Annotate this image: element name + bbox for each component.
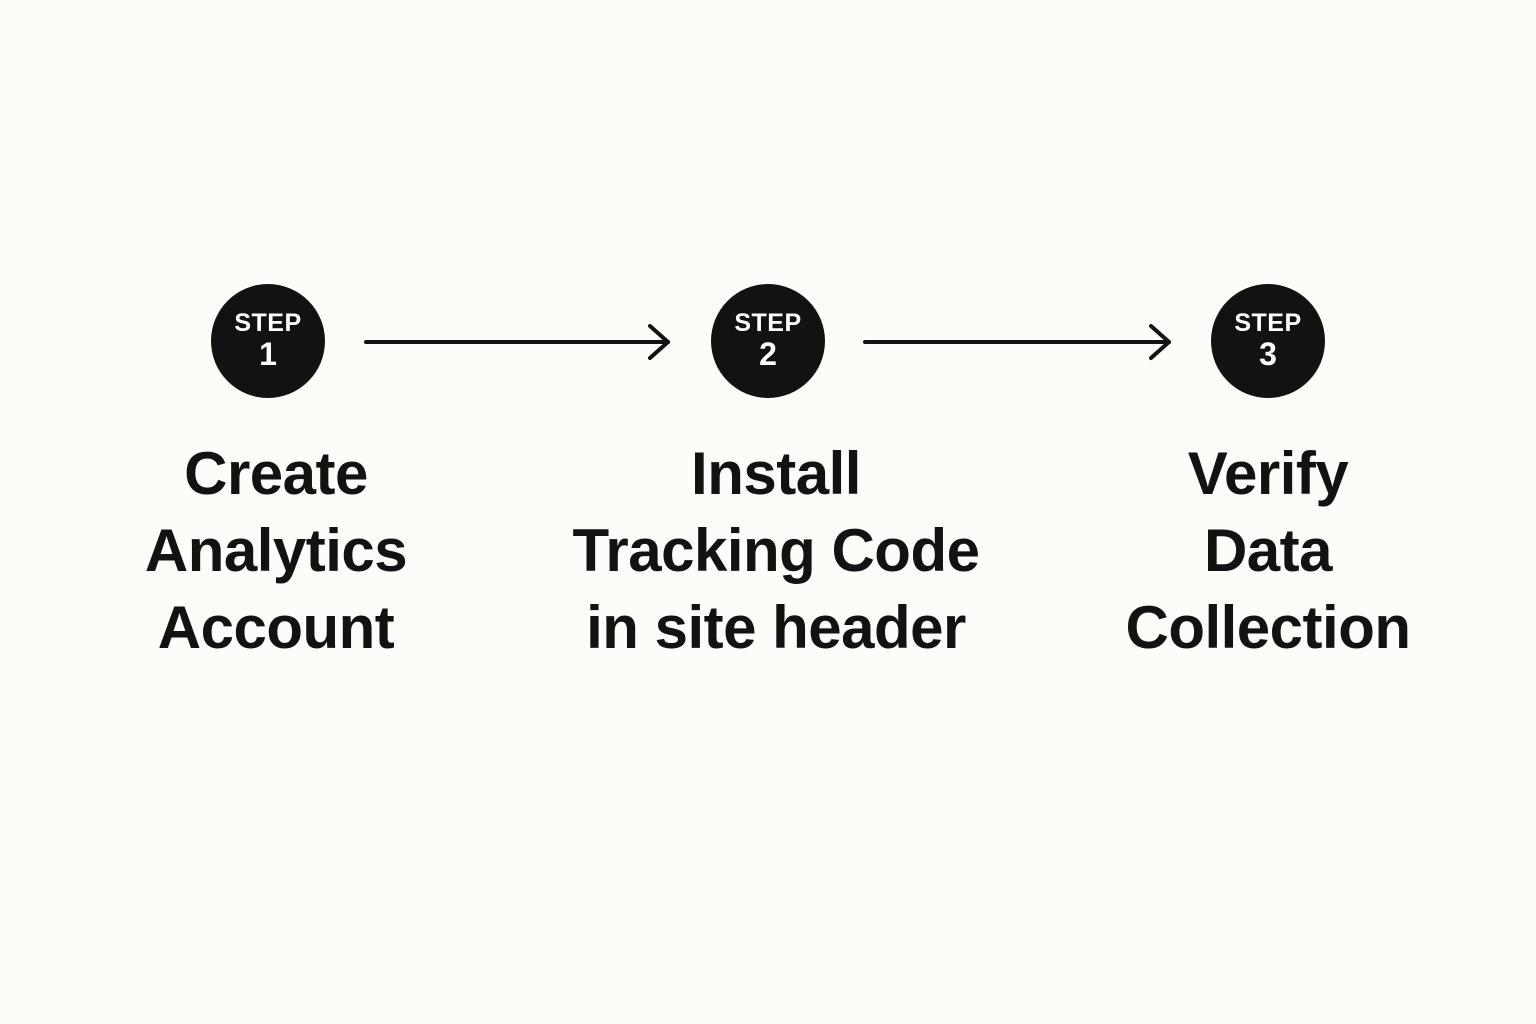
step-1-label-line: Account	[157, 594, 395, 661]
step-1-label: Create Analytics Account	[41, 435, 511, 666]
step-3-badge: STEP 3	[1211, 284, 1325, 398]
step-1-badge-number: 1	[259, 336, 277, 373]
step-3-label: Verify Data Collection	[1033, 435, 1503, 666]
arrow-right-icon	[863, 324, 1171, 360]
step-3-label-line: Verify	[1187, 440, 1349, 507]
step-2-badge-number: 2	[759, 336, 777, 373]
arrow-right-icon	[364, 324, 670, 360]
step-2-label-line: Tracking Code	[572, 517, 980, 584]
step-2-label-line: Install	[691, 440, 861, 507]
step-1-label-line: Analytics	[144, 517, 408, 584]
step-2-badge: STEP 2	[711, 284, 825, 398]
step-1-badge: STEP 1	[211, 284, 325, 398]
step-2-label-line: in site header	[586, 594, 966, 661]
step-1-label-line: Create	[184, 440, 368, 507]
step-3-badge-number: 3	[1259, 336, 1277, 373]
step-3-label-line: Data	[1203, 517, 1333, 584]
step-2-badge-word: STEP	[734, 309, 802, 338]
step-2-label: Install Tracking Code in site header	[541, 435, 1011, 666]
step-1-badge-word: STEP	[234, 309, 302, 338]
step-3-badge-word: STEP	[1234, 309, 1302, 338]
step-3-label-line: Collection	[1125, 594, 1411, 661]
